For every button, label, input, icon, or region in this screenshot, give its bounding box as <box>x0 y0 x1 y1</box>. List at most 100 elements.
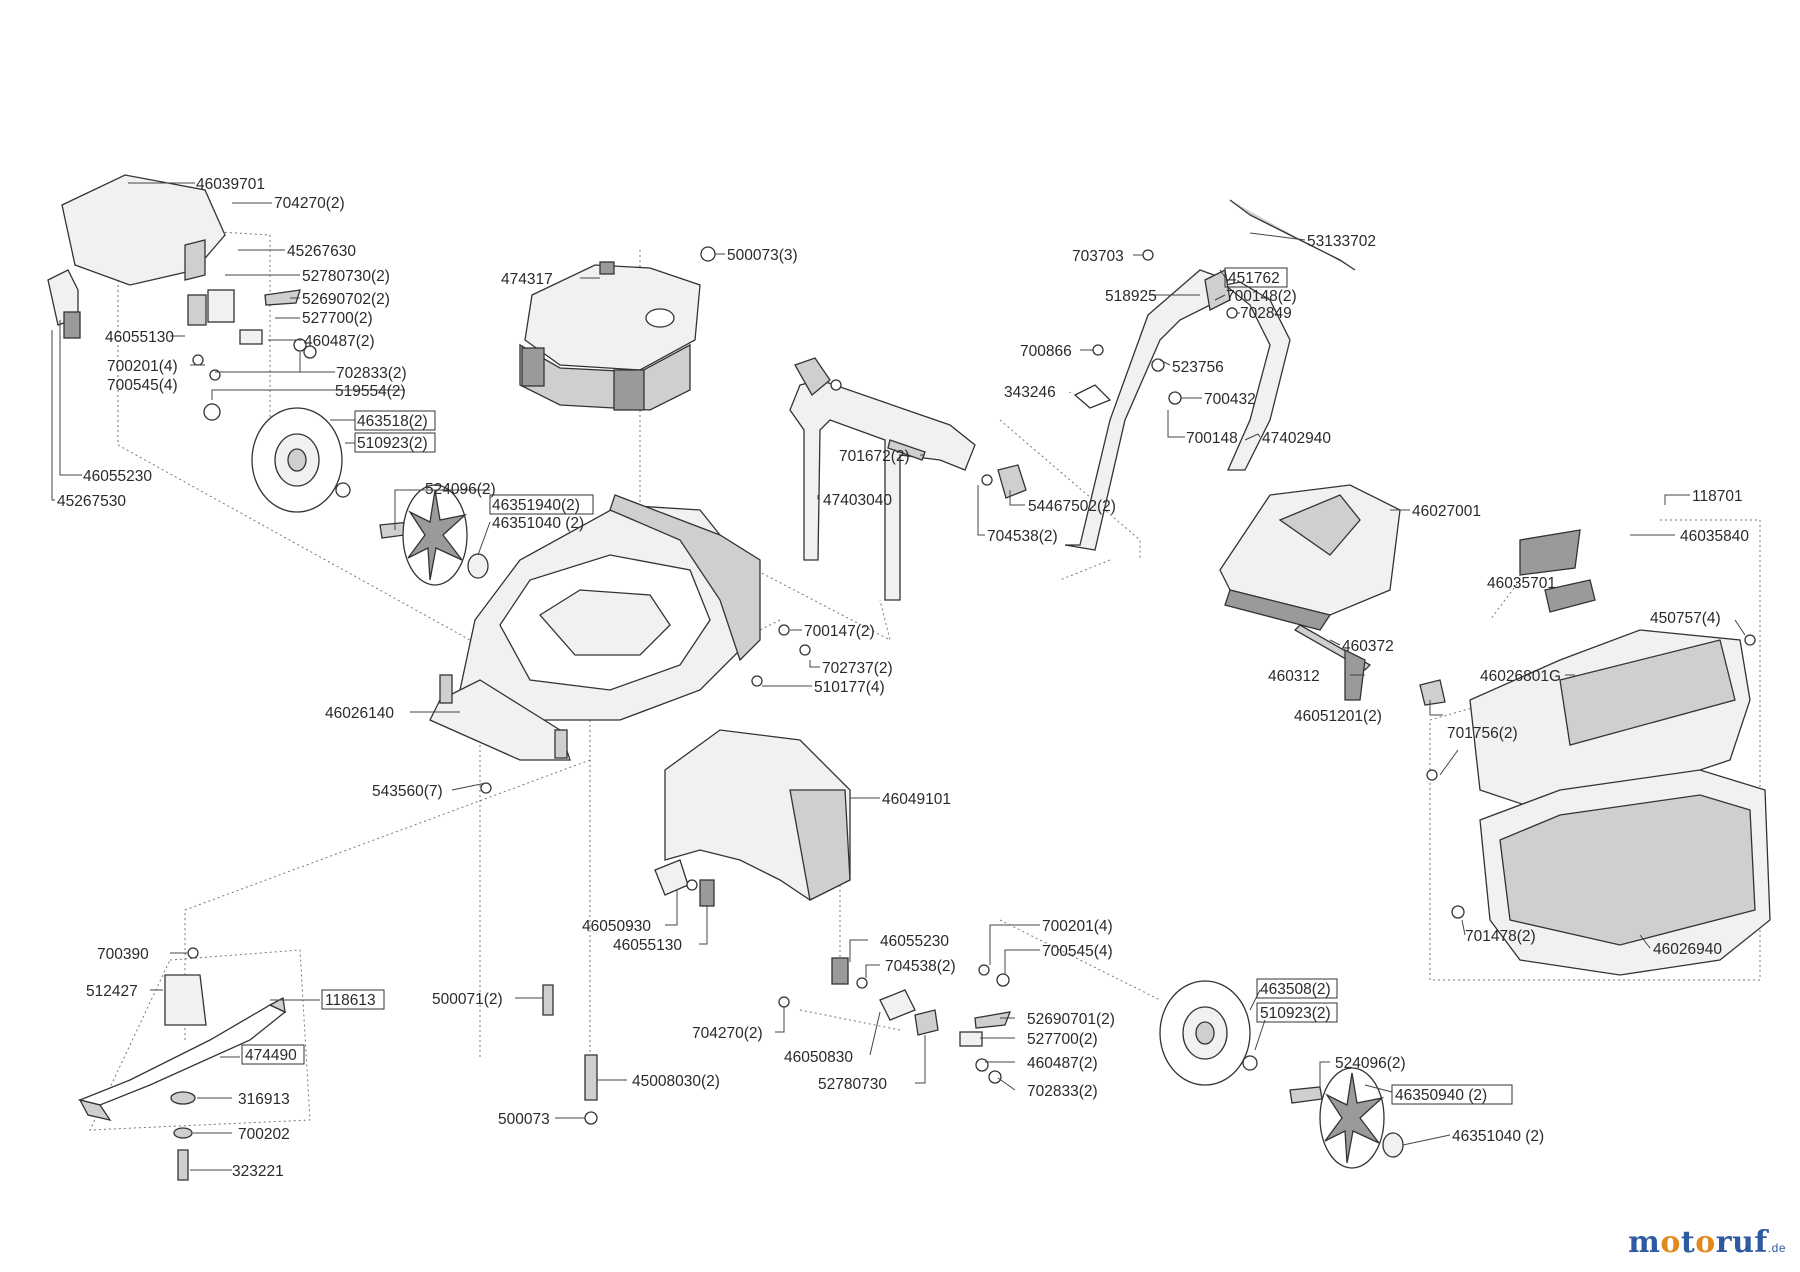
label-510923-left: 510923(2) <box>357 435 428 452</box>
label-500073: 500073 <box>498 1111 550 1128</box>
washer-316913 <box>170 1091 196 1105</box>
label-450757: 450757(4) <box>1650 610 1721 627</box>
label-701756: 701756(2) <box>1447 725 1518 742</box>
label-343246: 343246 <box>1004 384 1056 401</box>
label-52780730: 52780730 <box>818 1076 887 1093</box>
label-52780730: 52780730(2) <box>302 268 390 285</box>
label-700390: 700390 <box>97 946 149 963</box>
box-46350940 <box>1391 1084 1513 1105</box>
deck-front-bracket <box>429 679 571 761</box>
label-700201-right: 700201(4) <box>1042 918 1113 935</box>
screw-701756 <box>1426 769 1438 781</box>
label-323221: 323221 <box>232 1163 284 1180</box>
box-451762 <box>1224 267 1288 288</box>
box-474490 <box>241 1044 305 1065</box>
washer-handle-right <box>981 474 993 486</box>
bolt-500071 <box>542 984 554 1016</box>
washer-700201-r <box>978 964 990 976</box>
label-46055230-right: 46055230 <box>880 933 949 950</box>
screw-450757 <box>1744 634 1756 646</box>
deflector-washer <box>686 879 698 891</box>
label-46035840: 46035840 <box>1680 528 1749 545</box>
deck-inner <box>539 589 671 656</box>
label-118701: 118701 <box>1692 488 1743 505</box>
label-700432: 700432 <box>1204 391 1256 408</box>
label-46050830: 46050830 <box>784 1049 853 1066</box>
part-shapes <box>47 174 1771 1181</box>
label-524096-right: 524096(2) <box>1335 1055 1406 1072</box>
wheel-rear-left-center <box>287 448 307 472</box>
stud-45008030 <box>584 1054 598 1101</box>
catcher-basket-mesh <box>1499 794 1756 946</box>
label-510923-right: 510923(2) <box>1260 1005 1331 1022</box>
box-118613 <box>321 989 385 1010</box>
label-703703: 703703 <box>1072 248 1124 265</box>
spring-right <box>974 1011 1012 1029</box>
part-labels: 46039701 704270(2) 45267630 52780730(2) … <box>57 176 1749 1180</box>
label-523756: 523756 <box>1172 359 1224 376</box>
label-463508: 463508(2) <box>1260 981 1331 998</box>
washer-handle-left <box>830 379 842 391</box>
nut-701478 <box>1451 905 1465 919</box>
handle-lever <box>1204 269 1231 311</box>
bracket-left <box>63 311 81 339</box>
rear-flap-shape <box>61 174 226 286</box>
screw-700866 <box>1092 344 1104 356</box>
label-700147: 700147(2) <box>804 623 875 640</box>
label-700545-right: 700545(4) <box>1042 943 1113 960</box>
engine-filter-2 <box>613 369 645 411</box>
hub-insert-right <box>1382 1132 1404 1158</box>
label-46026940: 46026940 <box>1653 941 1722 958</box>
washer-left <box>192 354 204 366</box>
label-700202: 700202 <box>238 1126 290 1143</box>
upper-handle-arm <box>1223 281 1291 471</box>
label-46351940: 46351940(2) <box>492 497 580 514</box>
side-chute-face <box>789 789 851 901</box>
label-45008030: 45008030(2) <box>632 1073 720 1090</box>
label-118613: 118613 <box>325 992 376 1009</box>
handle-cable <box>1229 199 1356 271</box>
blade-adapter <box>164 974 207 1026</box>
label-702833-left: 702833(2) <box>336 365 407 382</box>
hubcap-left-spokes <box>407 489 468 581</box>
label-316913: 316913 <box>238 1091 290 1108</box>
engine-cap <box>645 308 675 328</box>
label-702737: 702737(2) <box>822 660 893 677</box>
screw-703703 <box>1142 249 1154 261</box>
label-46055130-mid: 46055130 <box>613 937 682 954</box>
label-700148: 700148 <box>1186 430 1238 447</box>
deck-chute-frame <box>609 494 761 662</box>
label-702833-right: 702833(2) <box>1027 1083 1098 1100</box>
bracket-upper <box>187 294 207 326</box>
label-460372: 460372 <box>1342 638 1394 655</box>
nut-702833-r <box>988 1070 1002 1084</box>
hubcap-right-spokes <box>1324 1072 1385 1164</box>
washer-700147 <box>778 624 790 636</box>
label-702849: 702849 <box>1240 305 1292 322</box>
handle-knob-left <box>794 357 831 396</box>
label-704270: 704270(2) <box>274 195 345 212</box>
bag-top-cover-rail <box>1224 589 1332 631</box>
blade-wing-left <box>78 1099 112 1121</box>
label-524096-left: 524096(2) <box>425 481 496 498</box>
label-46351040-left: 46351040 (2) <box>492 515 584 532</box>
nut-700545-r <box>996 973 1010 987</box>
label-700545-left: 700545(4) <box>107 377 178 394</box>
label-700201-left: 700201(4) <box>107 358 178 375</box>
catcher-insert-46035701 <box>1544 579 1596 613</box>
washer-519554 <box>203 403 221 421</box>
label-46026801G: 46026801G <box>1480 668 1561 685</box>
label-46035701: 46035701 <box>1487 575 1556 592</box>
engine-pull <box>599 261 615 275</box>
bracket-52780730 <box>914 1009 939 1036</box>
label-52690702: 52690702(2) <box>302 291 390 308</box>
deck-front-clip-1 <box>439 674 453 704</box>
label-46351040-right: 46351040 (2) <box>1452 1128 1544 1145</box>
wheel-bolt <box>335 482 351 498</box>
label-701672: 701672(2) <box>839 448 910 465</box>
bracket-right-lower <box>831 957 849 985</box>
washer-700390 <box>187 947 199 959</box>
label-460487-right: 460487(2) <box>1027 1055 1098 1072</box>
label-52690701: 52690701(2) <box>1027 1011 1115 1028</box>
